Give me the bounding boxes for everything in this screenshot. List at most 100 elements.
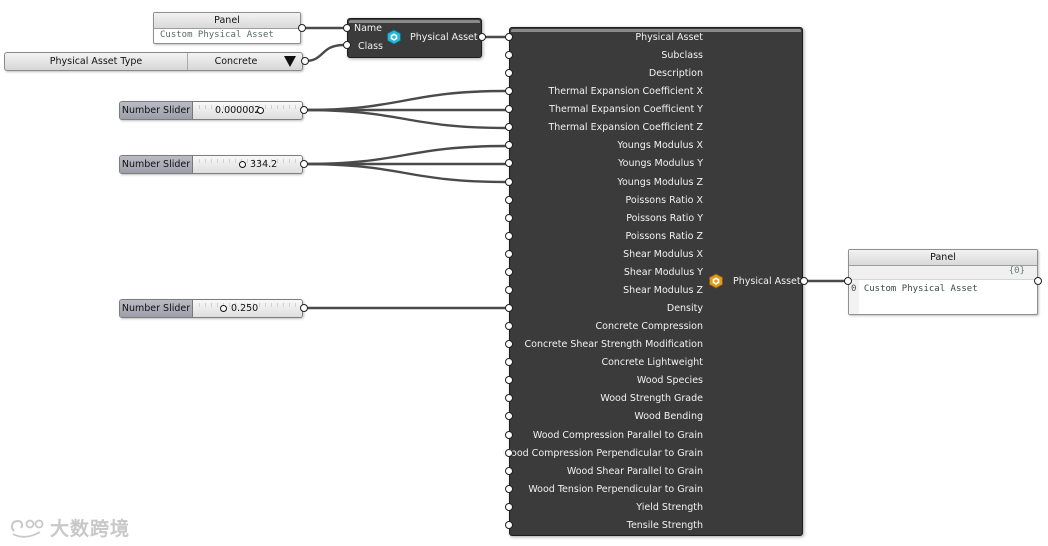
slider-2-knob[interactable]: [239, 161, 246, 168]
node-output-label: Physical Asset: [410, 32, 478, 43]
wire-slider2-ymz: [302, 162, 508, 184]
input-param-grip[interactable]: [505, 141, 513, 150]
number-slider-1[interactable]: Number Slider 0.000002: [119, 101, 303, 120]
slider-3-value: 0.250: [231, 303, 259, 314]
value-list-name: Physical Asset Type: [5, 53, 188, 70]
number-slider-3[interactable]: Number Slider 0.250: [119, 299, 303, 318]
input-param-grip[interactable]: [505, 376, 513, 385]
input-param-grip[interactable]: [505, 159, 513, 168]
input-param-grip[interactable]: [505, 520, 513, 529]
input-param-grip[interactable]: [505, 177, 513, 186]
input-param-label: Poissons Ratio X: [625, 194, 703, 206]
input-param-label: Shear Modulus Y: [623, 266, 703, 278]
value-list[interactable]: Physical Asset Type Concrete: [4, 52, 303, 71]
main-output-label: Physical Asset: [733, 276, 801, 287]
input-param-grip[interactable]: [505, 267, 513, 276]
input-param-label: Concrete Shear Strength Modification: [524, 339, 703, 351]
input-param-grip[interactable]: [505, 195, 513, 204]
slider-3-track[interactable]: 0.250: [193, 300, 302, 317]
input-param-label: Wood Bending: [634, 411, 703, 423]
input-param-label: Wood Species: [636, 375, 703, 387]
input-param-grip[interactable]: [505, 466, 513, 475]
panel-top[interactable]: Panel Custom Physical Asset: [153, 12, 301, 44]
number-slider-2[interactable]: Number Slider 334.2: [119, 155, 303, 174]
panel-output-output-grip[interactable]: [1034, 277, 1042, 285]
panel-output-text: Custom Physical Asset: [863, 284, 978, 294]
input-param-grip[interactable]: [505, 123, 513, 132]
input-param-label: Shear Modulus Z: [623, 284, 703, 296]
main-highlight: [511, 29, 801, 32]
panel-output-title: Panel: [849, 250, 1037, 266]
wire-valuelist-to-class: [304, 43, 345, 63]
input-param-grip[interactable]: [505, 430, 513, 439]
panel-top-text: Custom Physical Asset: [160, 30, 274, 40]
panel-top-output-grip[interactable]: [298, 24, 306, 32]
slider-1-name: Number Slider: [120, 102, 193, 119]
slider-2-track[interactable]: 334.2: [193, 156, 302, 173]
wire-slider1-texx: [302, 89, 508, 112]
slider-3-ticks: [199, 303, 296, 307]
node-highlight: [349, 20, 480, 23]
node-output-grip[interactable]: [478, 33, 486, 41]
input-param-grip[interactable]: [505, 33, 513, 41]
slider-3-knob[interactable]: [220, 305, 227, 312]
slider-1-ticks: [199, 105, 296, 109]
input-param-grip[interactable]: [505, 484, 513, 493]
panel-top-title: Panel: [154, 13, 300, 29]
input-param-label: Description: [648, 68, 703, 80]
input-param-label: Physical Asset: [635, 32, 703, 43]
slider-2-output-grip[interactable]: [300, 160, 308, 168]
panel-output-index: 0: [851, 284, 857, 294]
input-param-grip[interactable]: [505, 322, 513, 331]
input-param-grip[interactable]: [505, 448, 513, 457]
wire-slider1-texz: [302, 108, 508, 130]
triangle-down-icon[interactable]: [284, 56, 296, 67]
input-param-grip[interactable]: [505, 69, 513, 78]
slider-2-name: Number Slider: [120, 156, 193, 173]
slider-1-output-grip[interactable]: [300, 106, 308, 114]
input-param-label: Subclass: [661, 50, 703, 62]
slider-1-track[interactable]: 0.000002: [193, 102, 302, 119]
panel-output-row: 0 Custom Physical Asset: [851, 284, 978, 294]
watermark-logo-icon: [10, 519, 44, 538]
input-param-label: Wood Compression Perpendicular to Grain: [502, 447, 703, 459]
input-param-grip[interactable]: [505, 87, 513, 96]
input-param-grip[interactable]: [505, 304, 513, 313]
input-param-label: Poissons Ratio Y: [626, 212, 703, 224]
slider-1-value: 0.000002: [215, 105, 261, 116]
input-param-label: Poissons Ratio Z: [625, 230, 703, 242]
input-param-grip[interactable]: [505, 394, 513, 403]
panel-output-path: {0}: [1008, 266, 1025, 276]
value-list-value[interactable]: Concrete: [214, 56, 258, 67]
slider-1-knob[interactable]: [257, 107, 264, 114]
input-param-grip[interactable]: [505, 340, 513, 349]
input-param-grip[interactable]: [505, 412, 513, 421]
slider-2-value: 334.2: [250, 159, 278, 170]
panel-output-input-grip[interactable]: [844, 277, 852, 285]
value-list-output-grip[interactable]: [301, 57, 309, 65]
node-input-grip-name[interactable]: [343, 24, 351, 32]
input-param-grip[interactable]: [505, 105, 513, 114]
input-param-grip[interactable]: [505, 358, 513, 367]
node-input-grip-class[interactable]: [343, 41, 351, 49]
slider-3-name: Number Slider: [120, 300, 193, 317]
input-param-label: Shear Modulus X: [623, 248, 703, 260]
input-param-grip[interactable]: [505, 231, 513, 240]
panel-output[interactable]: Panel {0} 0 Custom Physical Asset: [848, 249, 1038, 315]
input-param-grip[interactable]: [505, 249, 513, 258]
physical-asset-node[interactable]: Name Class Physical Asset: [347, 18, 482, 58]
input-param-grip[interactable]: [505, 213, 513, 222]
input-param-grip[interactable]: [505, 285, 513, 294]
input-param-label: Wood Shear Parallel to Grain: [566, 465, 703, 477]
input-param-label: Thermal Expansion Coefficient Y: [549, 104, 703, 116]
slider-3-output-grip[interactable]: [300, 304, 308, 312]
hexagon-orange-icon: [709, 273, 723, 289]
input-param-label: Wood Tension Perpendicular to Grain: [528, 483, 703, 495]
hexagon-cyan-icon: [387, 29, 401, 45]
input-param-grip[interactable]: [505, 502, 513, 511]
input-param-label: Wood Strength Grade: [600, 393, 703, 405]
input-param-grip[interactable]: [505, 51, 513, 60]
panel-output-gutter: [849, 280, 859, 314]
main-output-grip[interactable]: [800, 277, 808, 285]
